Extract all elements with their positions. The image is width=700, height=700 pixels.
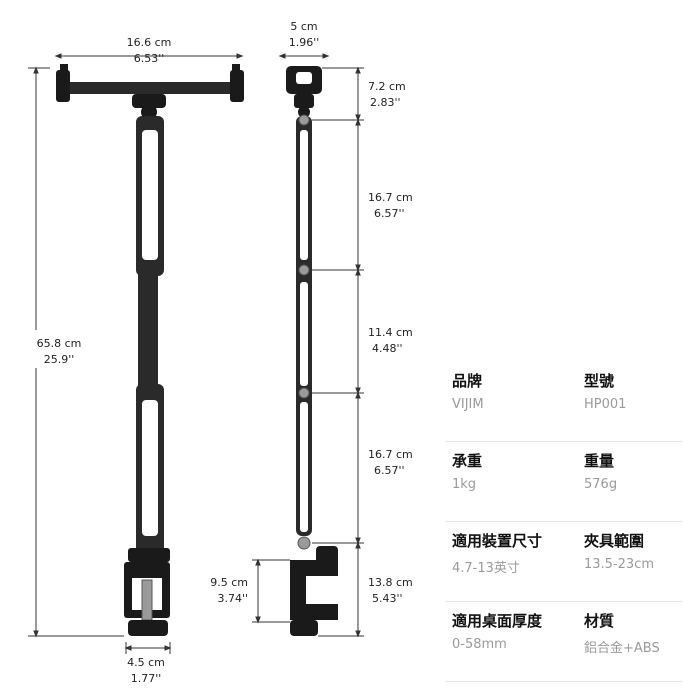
dim-clamp-height: 9.5 cm 3.74'' <box>210 558 290 624</box>
spec-row: 品牌 VIJIM 型號 HP001 <box>446 362 682 442</box>
spec-cell-load: 承重 1kg <box>452 450 482 492</box>
spec-label: 重量 <box>584 452 615 470</box>
dim-seg-2-in: 4.48'' <box>372 342 403 355</box>
spec-value: 鋁合金+ABS <box>584 641 660 656</box>
spec-value: 576g <box>584 477 618 492</box>
side-view-stand <box>286 66 338 636</box>
dim-seg-head-in: 2.83'' <box>370 96 401 109</box>
dim-top-width-in: 6.53'' <box>134 52 165 65</box>
dim-seg-3-in: 6.57'' <box>374 464 405 477</box>
spec-row: 適用裝置尺寸 4.7-13英寸 夾具範圍 13.5-23cm <box>446 522 682 602</box>
spec-cell-weight: 重量 576g <box>584 450 617 492</box>
spec-label: 材質 <box>584 612 615 630</box>
dim-clamp-width-cm: 4.5 cm <box>127 656 165 669</box>
spec-cell-clamp-range: 夾具範圍 13.5-23cm <box>584 530 654 572</box>
spec-label: 夾具範圍 <box>584 532 645 550</box>
dim-seg-2-cm: 11.4 cm <box>368 326 413 339</box>
dim-seg-3-cm: 16.7 cm <box>368 448 413 461</box>
dim-holder-width-in: 1.96'' <box>289 36 320 49</box>
row-divider <box>446 681 682 682</box>
spec-cell-material: 材質 鋁合金+ABS <box>584 610 660 656</box>
spec-cell-brand: 品牌 VIJIM <box>452 370 484 412</box>
spec-cell-device-size: 適用裝置尺寸 4.7-13英寸 <box>452 530 542 576</box>
spec-row: 承重 1kg 重量 576g <box>446 442 682 522</box>
spec-label: 品牌 <box>452 372 483 390</box>
dim-clamp-height-in: 3.74'' <box>217 592 248 605</box>
dim-seg-head-cm: 7.2 cm <box>368 80 406 93</box>
spec-value: 1kg <box>452 477 477 492</box>
row-divider <box>446 521 682 522</box>
dim-holder-width: 5 cm 1.96'' <box>278 20 330 59</box>
spec-label: 承重 <box>452 452 483 470</box>
spec-cell-desk-thickness: 適用桌面厚度 0-58mm <box>452 610 542 652</box>
spec-cell-model: 型號 HP001 <box>584 370 626 412</box>
spec-label: 適用裝置尺寸 <box>452 532 543 550</box>
dim-total-height-cm: 65.8 cm <box>37 337 82 350</box>
dim-total-height-in: 25.9'' <box>44 353 75 366</box>
dim-segments: 7.2 cm 2.83'' 16.7 cm 6.57'' 11.4 cm 4.4… <box>312 66 413 638</box>
spec-value: 0-58mm <box>452 637 507 652</box>
spec-row: 適用桌面厚度 0-58mm 材質 鋁合金+ABS <box>446 602 682 682</box>
spec-label: 型號 <box>584 372 615 390</box>
dim-clamp-width: 4.5 cm 1.77'' <box>124 642 172 685</box>
dim-clamp-height-cm: 9.5 cm <box>210 576 248 589</box>
row-divider <box>446 441 682 442</box>
row-divider <box>446 601 682 602</box>
dim-seg-clamp-in: 5.43'' <box>372 592 403 605</box>
dim-top-width-cm: 16.6 cm <box>127 36 172 49</box>
dim-top-width: 16.6 cm 6.53'' <box>54 36 244 65</box>
dim-holder-width-cm: 5 cm <box>290 20 317 33</box>
dim-seg-1-in: 6.57'' <box>374 207 405 220</box>
spec-value: 13.5-23cm <box>584 557 654 572</box>
dim-clamp-width-in: 1.77'' <box>131 672 162 685</box>
spec-value: 4.7-13英寸 <box>452 561 520 576</box>
spec-value: HP001 <box>584 397 627 412</box>
spec-label: 適用桌面厚度 <box>452 612 543 630</box>
spec-value: VIJIM <box>452 397 484 412</box>
dim-seg-1-cm: 16.7 cm <box>368 191 413 204</box>
front-view-stand <box>56 64 244 636</box>
dim-total-height: 65.8 cm 25.9'' <box>28 66 124 638</box>
dim-seg-clamp-cm: 13.8 cm <box>368 576 413 589</box>
